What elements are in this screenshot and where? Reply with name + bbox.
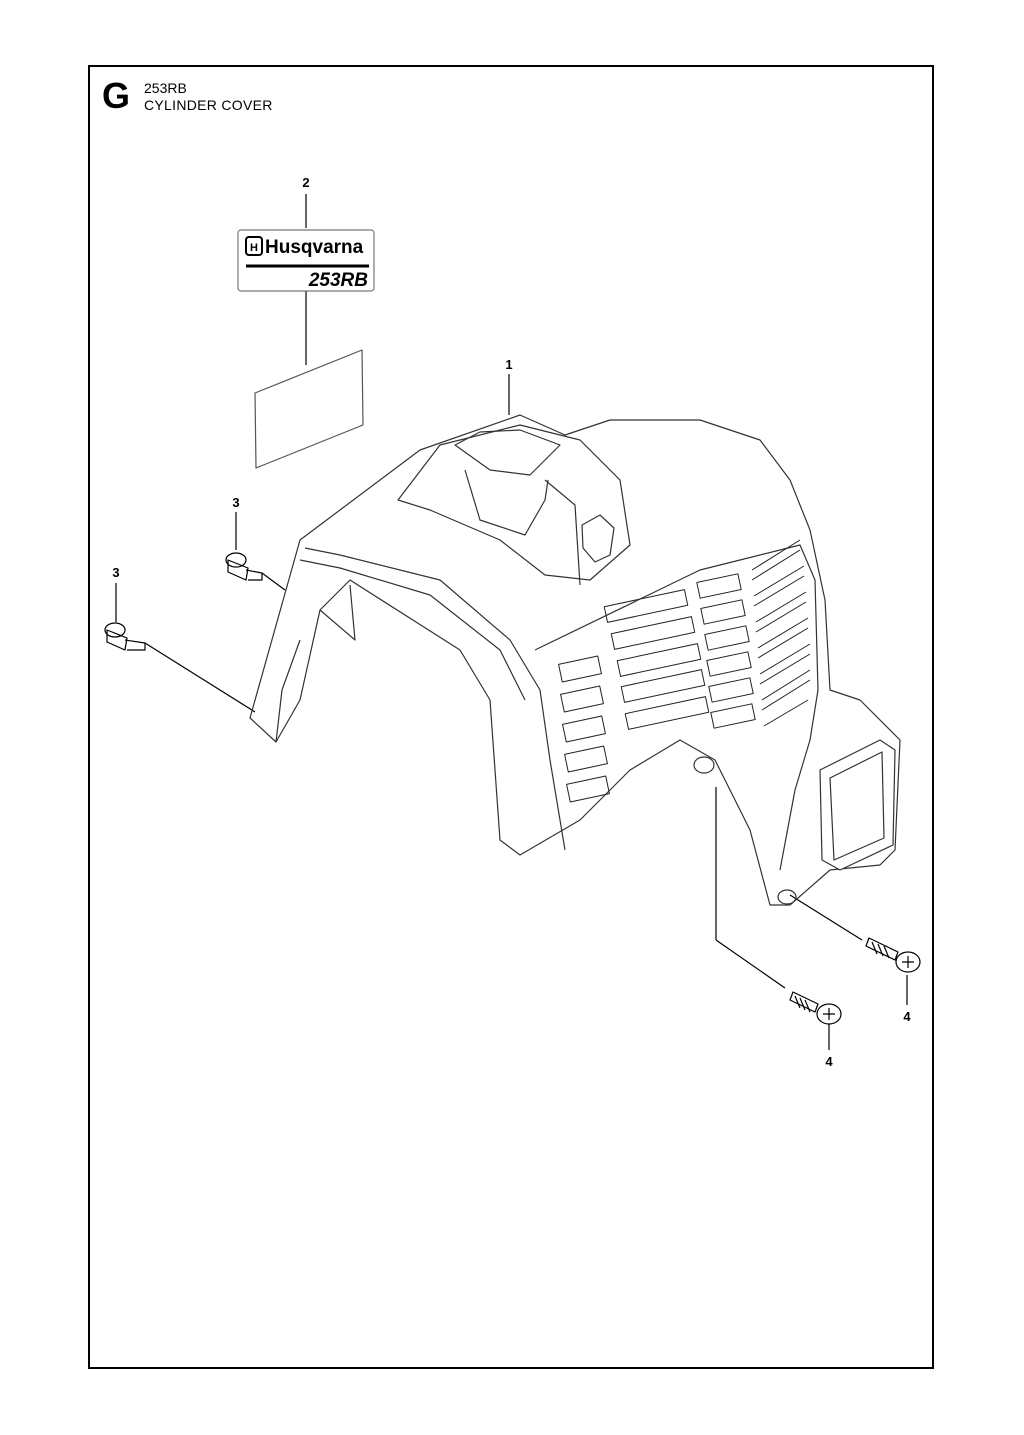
cover-leg-edge [275, 639, 301, 743]
grille-slots [558, 539, 811, 803]
decal-brand-lettering: H Husqvarna 253RB [245, 236, 368, 291]
callout-2: 2 [302, 175, 309, 190]
cover-boss-well [464, 469, 549, 536]
decal-backing [254, 349, 364, 469]
screw-part-3b [104, 622, 146, 651]
cylinder-cover-part-1 [249, 414, 901, 906]
page-title: CYLINDER COVER [144, 97, 273, 113]
callout-3b: 3 [112, 565, 119, 580]
screw-boss-hole-center [693, 756, 715, 774]
cover-front-face [534, 544, 819, 871]
husqvarna-crown-icon [245, 236, 263, 256]
model-number: 253RB [144, 80, 187, 96]
exhaust-port-outer [819, 739, 896, 871]
callout-1: 1 [505, 357, 512, 372]
screw-part-3a [225, 552, 263, 581]
cover-shell-outline [249, 414, 901, 906]
leader-line-3a-axis [261, 572, 286, 591]
svg-text:253RB: 253RB [308, 270, 368, 291]
exhaust-port-inner [829, 751, 885, 861]
callout-4a: 4 [825, 1054, 833, 1069]
drawing-frame [88, 65, 934, 1369]
cover-leg [319, 584, 356, 641]
leader-line-4b [789, 894, 863, 941]
leader-line-4a-axis [715, 939, 786, 989]
cover-inner-rim [304, 547, 566, 851]
svg-text:H: H [250, 242, 258, 254]
section-letter: G [102, 75, 131, 116]
svg-text:Husqvarna: Husqvarna [265, 237, 364, 258]
leader-line-3b-axis [144, 642, 256, 713]
h-logo-emblem [581, 514, 615, 563]
callout-3a: 3 [232, 495, 239, 510]
cover-inner-rim-2 [299, 559, 526, 701]
decal-label [237, 229, 375, 292]
decal-part-2 [237, 229, 375, 469]
callout-4b: 4 [903, 1009, 911, 1024]
screw-boss-hole-right [777, 889, 797, 905]
cover-boss-side [544, 479, 581, 586]
cover-boss-opening [454, 429, 561, 476]
screw-part-4b [865, 937, 921, 973]
screw-part-4a [789, 991, 842, 1025]
